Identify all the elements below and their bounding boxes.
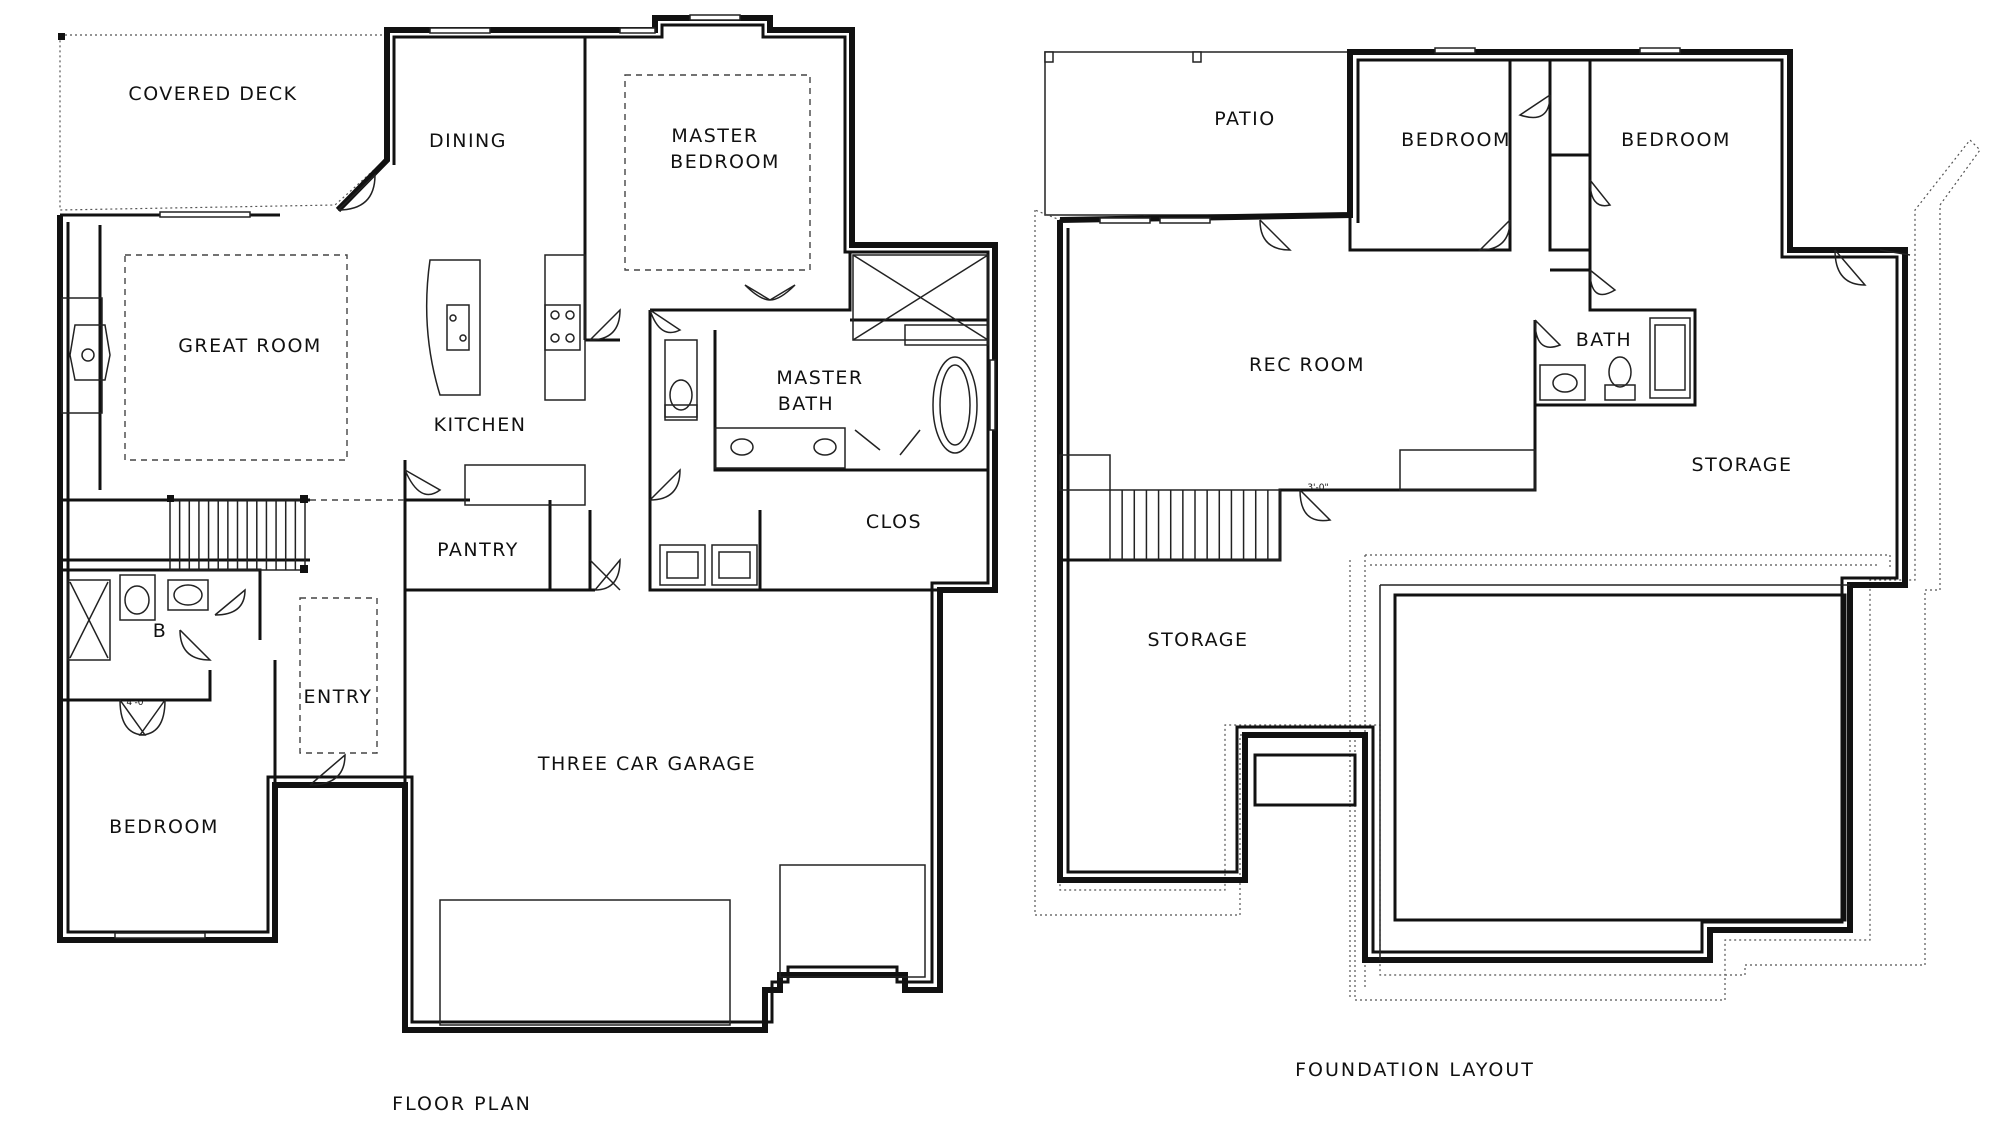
label-master-bedroom-1: MASTER <box>671 125 758 147</box>
label-patio: PATIO <box>1214 108 1275 130</box>
foundation-stairs <box>1059 449 1536 561</box>
windows-top <box>114 14 996 939</box>
floor-plan-caption: FLOOR PLAN <box>392 1093 532 1115</box>
foundation-step <box>1253 753 1357 807</box>
kitchen-island <box>425 254 586 401</box>
foundation-labels: PATIO BEDROOM BEDROOM REC ROOM BATH STOR… <box>1148 108 1793 651</box>
floor-plan-labels: COVERED DECK DINING MASTER BEDROOM GREAT… <box>109 83 922 838</box>
label-storage-left: STORAGE <box>1148 629 1249 651</box>
covered-deck <box>58 33 386 211</box>
interior-walls <box>60 37 988 785</box>
garage-doors <box>439 864 926 1026</box>
label-clos: CLOS <box>866 511 922 533</box>
foundation-caption: FOUNDATION LAYOUT <box>1295 1059 1535 1081</box>
foundation-exterior-wall <box>1057 49 1908 963</box>
main-stairs <box>167 495 405 573</box>
entry-ceiling <box>299 597 378 754</box>
foundation-bath-fixtures <box>1539 317 1691 401</box>
small-bath-fixtures <box>67 574 209 661</box>
label-bath-basement: BATH <box>1576 329 1632 351</box>
label-storage-right: STORAGE <box>1692 454 1793 476</box>
label-great-room: GREAT ROOM <box>178 335 322 357</box>
label-master-bedroom-2: BEDROOM <box>670 151 780 173</box>
house-exterior-wall <box>57 15 998 1033</box>
label-entry: ENTRY <box>304 686 373 708</box>
master-bath-fixtures <box>664 254 989 469</box>
label-covered-deck: COVERED DECK <box>128 83 297 105</box>
foundation-interior-walls <box>1058 60 1697 562</box>
foundation-layout: 3'-0" PATIO BEDROOM BEDROOM REC ROOM BAT… <box>1034 47 1981 1081</box>
label-bedroom-1: BEDROOM <box>1401 129 1511 151</box>
foundation-door-dimension: 3'-0" <box>1307 483 1328 493</box>
main-floor-plan: 4'-0" COVERED DECK DINING MASTER BEDROOM… <box>57 14 998 1115</box>
laundry-appliances <box>659 544 758 586</box>
label-bath: B <box>153 620 168 642</box>
label-rec-room: REC ROOM <box>1249 354 1365 376</box>
label-garage: THREE CAR GARAGE <box>537 753 756 775</box>
label-bedroom-2: BEDROOM <box>1621 129 1731 151</box>
fireplace <box>61 297 111 414</box>
label-bedroom: BEDROOM <box>109 816 219 838</box>
great-room-ceiling <box>124 254 348 461</box>
label-master-bath-1: MASTER <box>776 367 863 389</box>
door-swings <box>119 173 921 786</box>
pantry-counter <box>464 464 586 506</box>
patio <box>1044 51 1351 216</box>
foundation-footing-outer <box>1034 139 1981 1001</box>
master-bedroom-ceiling <box>624 74 811 271</box>
closet-door-dimension: 4'-0" <box>126 698 147 708</box>
label-kitchen: KITCHEN <box>434 414 527 436</box>
foundation-door-swings <box>1259 94 1911 522</box>
label-pantry: PANTRY <box>437 539 519 561</box>
label-master-bath-2: BATH <box>778 393 834 415</box>
label-dining: DINING <box>429 130 507 152</box>
